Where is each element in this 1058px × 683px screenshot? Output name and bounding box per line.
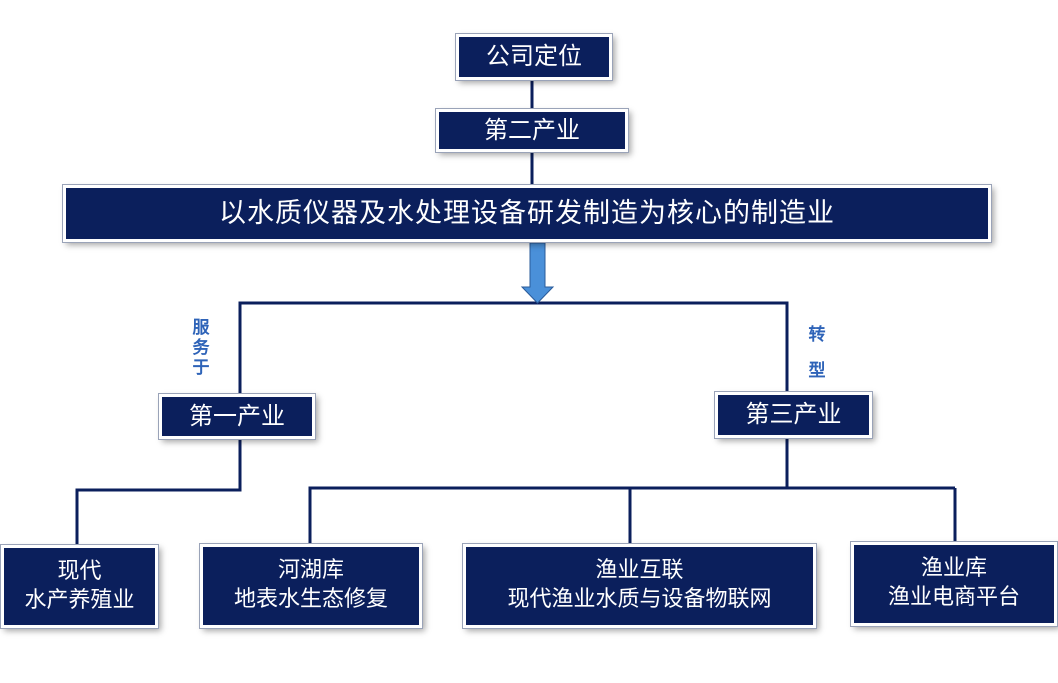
aquaculture-box: 现代 水产养殖业 — [1, 545, 158, 628]
positioning-label: 公司定位 — [486, 42, 582, 71]
connector-primary-branch — [75, 437, 242, 548]
fishery-ecommerce-box: 渔业库 渔业电商平台 — [851, 542, 1057, 626]
primary-industry-box: 第一产业 — [159, 394, 315, 439]
fishery-iot-line1: 渔业互联 — [595, 558, 684, 584]
connector-top-branch — [238, 301, 789, 397]
fishery-iot-line2: 现代渔业水质与设备物联网 — [507, 587, 772, 612]
positioning-box: 公司定位 — [456, 34, 612, 80]
core-business-box: 以水质仪器及水处理设备研发制造为核心的制造业 — [63, 185, 991, 242]
fishery-iot-box: 渔业互联 现代渔业水质与设备物联网 — [463, 544, 816, 628]
lake-restoration-line1: 河湖库 — [277, 558, 344, 584]
tertiary-industry-label: 第三产业 — [745, 400, 842, 429]
fishery-ecommerce-line1: 渔业库 — [920, 556, 987, 582]
lake-restoration-box: 河湖库 地表水生态修复 — [200, 544, 422, 628]
secondary-industry-label: 第二产业 — [484, 115, 580, 144]
lake-restoration-line2: 地表水生态修复 — [233, 587, 388, 612]
fishery-ecommerce-line2: 渔业电商平台 — [887, 585, 1020, 610]
down-arrow — [520, 242, 555, 304]
secondary-industry-box: 第二产业 — [436, 109, 628, 152]
primary-industry-label: 第一产业 — [189, 401, 285, 430]
transform-label: 转 型 — [808, 325, 826, 381]
serves-label: 服 务 于 — [192, 318, 210, 378]
aquaculture-line1: 现代 — [57, 558, 102, 584]
aquaculture-line2: 水产养殖业 — [24, 587, 135, 613]
core-business-label: 以水质仪器及水处理设备研发制造为核心的制造业 — [219, 197, 835, 229]
tertiary-industry-box: 第三产业 — [715, 392, 872, 438]
connector-tertiary-branch — [308, 437, 789, 547]
